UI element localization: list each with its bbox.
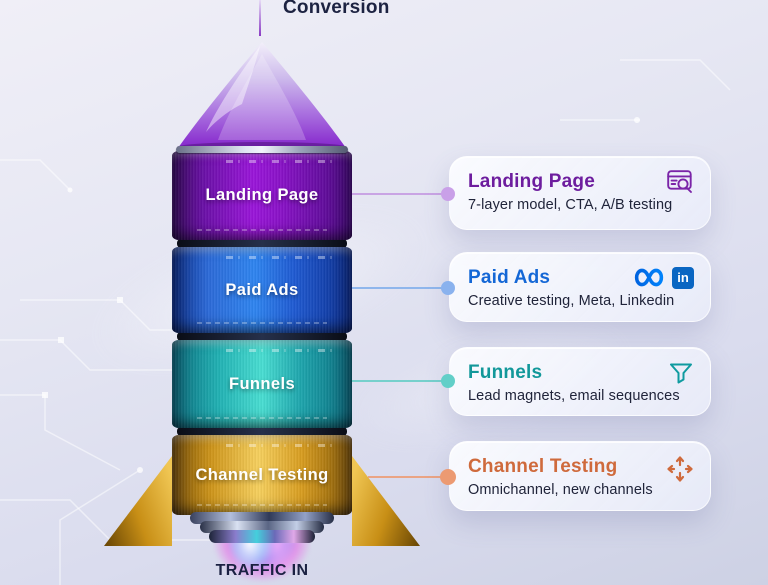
card-title: Landing Page xyxy=(468,171,595,192)
dot-paid-ads xyxy=(441,281,455,295)
connector-funnels xyxy=(352,380,448,382)
decorative-ticks xyxy=(226,256,334,259)
stage-landing-page: Landing Page xyxy=(172,151,352,240)
connector-channel-testing xyxy=(368,476,448,478)
stage-separator xyxy=(177,427,347,436)
card-title: Channel Testing xyxy=(468,456,618,477)
linkedin-icon: in xyxy=(672,266,694,289)
card-subtitle: Lead magnets, email sequences xyxy=(468,388,680,404)
stage-label-landing-page: Landing Page xyxy=(205,186,319,204)
funnel-icon xyxy=(670,363,692,384)
decorative-ticks xyxy=(197,229,327,231)
card-subtitle: Omnichannel, new channels xyxy=(468,482,653,498)
stage-separator xyxy=(177,332,347,341)
stage-label-channel-testing: Channel Testing xyxy=(195,465,329,484)
card-funnels: Funnels Lead magnets, email sequences xyxy=(449,347,711,416)
decorative-ticks xyxy=(197,417,327,419)
stage-channel-testing: Channel Testing xyxy=(172,435,352,515)
metal-sheen xyxy=(172,151,352,240)
card-channel-testing: Channel Testing Omnichannel, new channel… xyxy=(449,441,711,511)
conversion-label: Conversion xyxy=(283,0,390,18)
stage-separator xyxy=(177,239,347,248)
traffic-in-label: TRAFFIC IN xyxy=(215,562,309,579)
dot-funnels xyxy=(441,374,455,388)
decorative-ticks xyxy=(197,504,327,506)
connector-landing-page xyxy=(352,193,448,195)
rocket-fin-right xyxy=(352,456,420,546)
rocket-fin-left xyxy=(104,456,172,546)
card-paid-ads: Paid Ads Creative testing, Meta, Linkedi… xyxy=(449,252,711,322)
rocket-nose-cone xyxy=(177,42,347,152)
rocket-nozzle xyxy=(209,530,315,543)
card-title: Funnels xyxy=(468,362,543,383)
stage-paid-ads: Paid Ads xyxy=(172,247,352,333)
move-arrows-icon xyxy=(667,456,693,482)
decorative-ticks xyxy=(226,349,334,352)
conversion-pointer-line xyxy=(259,0,261,36)
dot-landing-page xyxy=(441,187,455,201)
metal-sheen xyxy=(172,340,352,428)
connector-paid-ads xyxy=(352,287,448,289)
meta-icon xyxy=(634,268,664,287)
stage-funnels: Funnels xyxy=(172,340,352,428)
browser-search-icon xyxy=(667,170,692,193)
decorative-ticks xyxy=(226,160,334,163)
card-landing-page: Landing Page 7-layer model, CTA, A/B tes… xyxy=(449,156,711,230)
nose-cone-rim xyxy=(176,146,348,153)
stage-label-funnels: Funnels xyxy=(228,374,296,393)
card-subtitle: 7-layer model, CTA, A/B testing xyxy=(468,197,673,213)
linkedin-logo-text: in xyxy=(677,270,689,285)
card-subtitle: Creative testing, Meta, Linkedin xyxy=(468,293,675,309)
rocket-exhaust-flame xyxy=(202,541,322,585)
card-title: Paid Ads xyxy=(468,267,551,288)
dot-channel-testing xyxy=(440,469,456,485)
stage-label-paid-ads: Paid Ads xyxy=(225,280,299,299)
decorative-ticks xyxy=(226,444,334,447)
